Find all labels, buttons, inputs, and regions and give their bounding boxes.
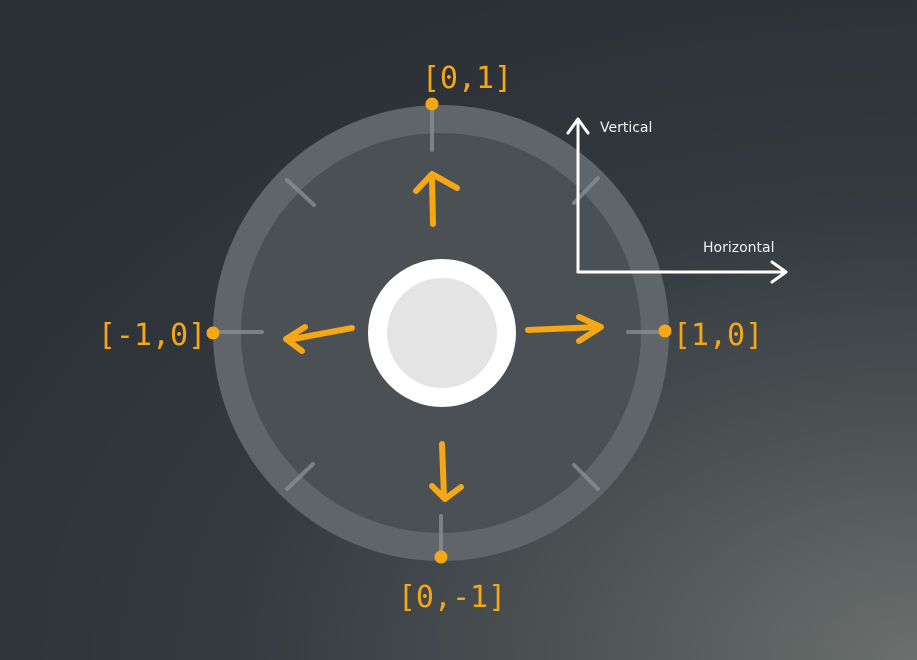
coordinate-label-up: [0,1]	[422, 61, 512, 96]
coordinate-label-down: [0,-1]	[398, 580, 506, 615]
horizontal-axis-label: Horizontal	[703, 240, 774, 256]
coordinate-label-left: [-1,0]	[98, 318, 206, 353]
axes-indicator	[566, 117, 788, 284]
coordinate-label-right: [1,0]	[673, 318, 763, 353]
endpoint-dot-up	[425, 97, 439, 111]
horizontal-axis-arrow-icon	[770, 260, 788, 284]
arrow-left-icon	[283, 324, 355, 354]
endpoint-dot-down	[434, 550, 448, 564]
arrow-up-icon	[413, 171, 460, 227]
arrow-down-icon	[429, 441, 464, 502]
tick-top-left	[285, 178, 316, 207]
ring-ticks	[218, 110, 668, 556]
joystick-knob[interactable]	[368, 259, 516, 407]
tick-bottom-left	[285, 462, 315, 491]
endpoint-dot-right	[658, 324, 672, 338]
vertical-axis-arrow-icon	[566, 117, 590, 135]
vertical-axis-label: Vertical	[600, 120, 652, 136]
arrow-right-icon	[525, 314, 604, 344]
knob-center	[387, 278, 497, 388]
endpoint-dot-left	[206, 326, 220, 340]
tick-bottom-right	[572, 463, 600, 491]
